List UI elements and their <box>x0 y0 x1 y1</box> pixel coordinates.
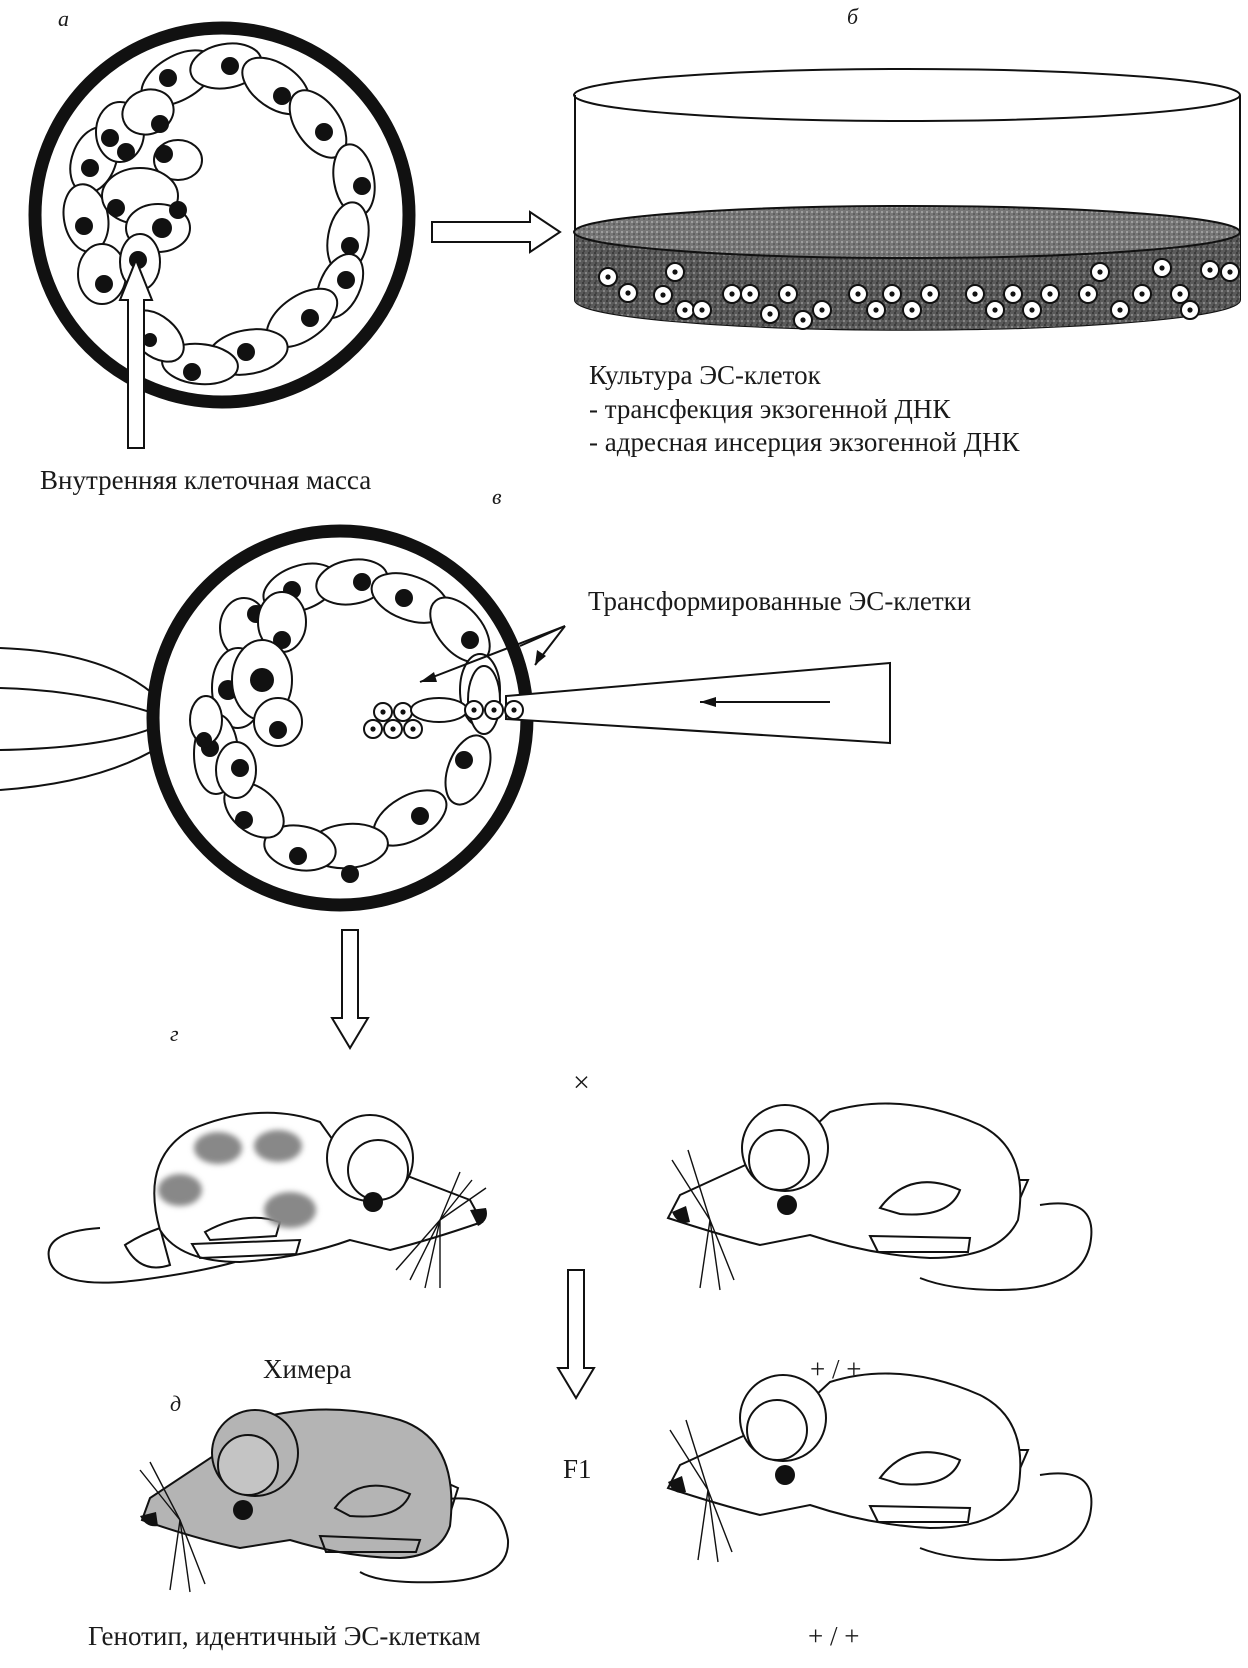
inner-cell-mass-arrow <box>118 257 154 449</box>
chimera-es-patches <box>158 1130 316 1228</box>
es-mouse-body <box>140 1408 453 1560</box>
culture-medium <box>575 232 1240 330</box>
culture-title: Культура ЭС-клеток <box>589 360 822 390</box>
inner-cell-mass-label: Внутренняя клеточная масса <box>40 465 371 495</box>
panel-label-b: б <box>847 4 859 29</box>
cross-sign: × <box>573 1066 590 1099</box>
arrow-to-f1 <box>556 1269 596 1400</box>
es-mouse-eye <box>233 1500 253 1520</box>
culture-step-targeted-insertion: - адресная инсерция экзогенной ДНК <box>589 427 1021 457</box>
wildtype-top-nose <box>672 1206 690 1223</box>
chimera-whiskers <box>395 1171 487 1289</box>
transformed-cells-label: Трансформированные ЭС-клетки <box>588 586 971 616</box>
culture-step-transfection: - трансфекция экзогенной ДНК <box>589 394 951 424</box>
chimera-tail <box>47 1227 236 1284</box>
es-mouse-tail <box>359 1497 510 1584</box>
f1-label: F1 <box>563 1454 592 1484</box>
injection-pipette <box>505 661 891 745</box>
dish-rim <box>573 68 1241 122</box>
holding-pipette-bottom <box>0 739 171 791</box>
panel-label-v: в <box>492 484 502 509</box>
arrow-to-culture <box>431 210 562 254</box>
chimera-body <box>153 1111 484 1264</box>
wildtype-bottom-nose <box>668 1476 686 1493</box>
wildtype-top-eye <box>777 1195 797 1215</box>
chimera-label: Химера <box>263 1354 352 1384</box>
holding-pipette-top <box>0 647 161 701</box>
wildtype-mouse-top <box>666 1102 1093 1292</box>
wildtype-bottom-label: + / + <box>808 1621 859 1651</box>
blastocyst-a <box>28 21 416 449</box>
wildtype-top-whiskers <box>671 1149 735 1291</box>
wildtype-mouse-bottom <box>666 1372 1093 1563</box>
es-cells-in-pipette <box>464 700 524 720</box>
medium-surface <box>573 205 1241 259</box>
chimera-eye <box>363 1192 383 1212</box>
chimera-nose <box>470 1208 487 1226</box>
panel-label-d: д <box>170 1391 181 1416</box>
trophoblast-ring <box>127 42 376 386</box>
arrow-to-mice <box>330 929 370 1050</box>
wildtype-top-body <box>666 1102 1022 1260</box>
inner-cell-mass <box>62 88 203 305</box>
wildtype-bottom-whiskers <box>669 1419 733 1563</box>
es-genotype-mouse <box>139 1408 510 1593</box>
injection-panel <box>0 524 891 912</box>
es-mouse-nose <box>140 1512 158 1527</box>
wildtype-top-tail <box>919 1202 1093 1292</box>
wildtype-bottom-body <box>666 1372 1022 1530</box>
wildtype-bottom-eye <box>775 1465 795 1485</box>
panel-label-a: а <box>58 6 69 31</box>
inner-cell-mass-v <box>189 591 307 799</box>
pipette-tip <box>410 697 468 723</box>
es-mouse-whiskers <box>139 1461 206 1593</box>
panel-label-g: г <box>170 1021 179 1046</box>
culture-dish <box>573 68 1241 331</box>
wildtype-bottom-tail <box>919 1472 1093 1562</box>
callout-arrow-cavity <box>419 625 566 683</box>
chimera-mouse <box>47 1111 487 1289</box>
es-genotype-label: Генотип, идентичный ЭС-клеткам <box>88 1621 481 1651</box>
